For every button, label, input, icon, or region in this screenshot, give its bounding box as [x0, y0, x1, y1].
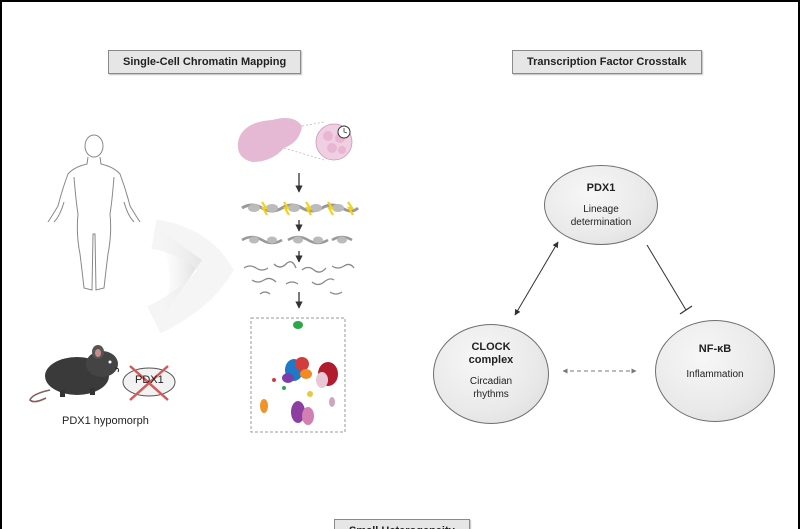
pdx1-nfkb-inhibition — [646, 244, 687, 311]
section-label-heterogeneity: Small Heterogeneity — [334, 519, 470, 529]
section-label-tf-crosstalk: Transcription Factor Crosstalk — [512, 50, 702, 74]
cell-cluster-plot — [260, 321, 338, 425]
pdx1-gene-label: PDX1 — [135, 374, 164, 386]
mouse-icon — [29, 345, 120, 403]
node-clock-subtitle: Circadian rhythms — [469, 376, 513, 400]
node-pdx1-title: PDX1 — [586, 182, 616, 194]
chromatin-fiber-icon — [241, 201, 360, 216]
node-pdx1: PDX1 Lineage determination — [544, 165, 658, 245]
human-figure-icon — [47, 134, 141, 291]
node-clock-complex: CLOCK complex Circadian rhythms — [433, 324, 549, 424]
node-clock-title: CLOCK complex — [468, 341, 514, 366]
node-pdx1-subtitle: Lineage determination — [570, 204, 632, 228]
section-label-chromatin-mapping: Single-Cell Chromatin Mapping — [108, 50, 302, 74]
mouse-caption: PDX1 hypomorph — [62, 415, 149, 427]
cluster-plot-frame — [250, 317, 346, 433]
pancreas-icon — [237, 118, 353, 162]
chromatin-fragments-icon — [241, 235, 353, 245]
node-nfkb: NF-κB Inflammation — [655, 320, 775, 422]
pdx1-clock-arrow — [514, 241, 559, 316]
dna-fragments-icon — [243, 261, 355, 295]
node-nfkb-subtitle: Inflammation — [686, 369, 744, 380]
node-nfkb-title: NF-κB — [698, 343, 732, 355]
clock-icon — [337, 125, 351, 139]
